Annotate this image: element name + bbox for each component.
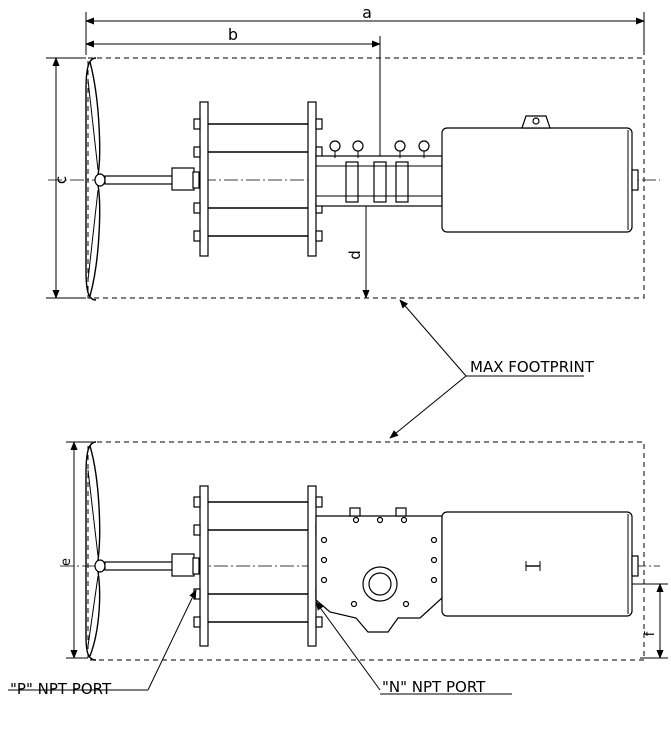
dimension-a: a [85,3,645,55]
dimension-d-label: d [346,250,364,260]
dimension-c-label: c [52,176,70,184]
n-port-label: "N" NPT PORT [382,678,486,696]
top-view: a b c d [46,3,660,301]
top-tie-rod-frame [193,101,323,257]
bottom-view: e f [59,441,668,661]
top-cylinder [441,115,639,233]
n-port-callout: "N" NPT PORT [315,601,512,696]
top-shaft [104,167,200,191]
top-yoke-housing [315,140,443,207]
dimension-b: b [85,25,381,178]
max-footprint-callout: MAX FOOTPRINT [389,299,595,439]
dimension-e: e [59,441,88,659]
dimension-f-label: f [643,631,658,636]
bottom-shaft [104,553,200,577]
bottom-handwheel [85,441,106,661]
dimension-a-label: a [362,3,372,22]
bottom-gear-housing [315,507,443,633]
max-footprint-label: MAX FOOTPRINT [470,358,595,376]
dimension-e-label: e [59,558,74,566]
dimension-c: c [46,57,86,299]
p-port-label: "P" NPT PORT [10,680,112,698]
bottom-cylinder [441,511,639,617]
top-handwheel [85,57,106,301]
p-port-callout: "P" NPT PORT [8,589,197,698]
dimension-b-label: b [228,25,238,44]
